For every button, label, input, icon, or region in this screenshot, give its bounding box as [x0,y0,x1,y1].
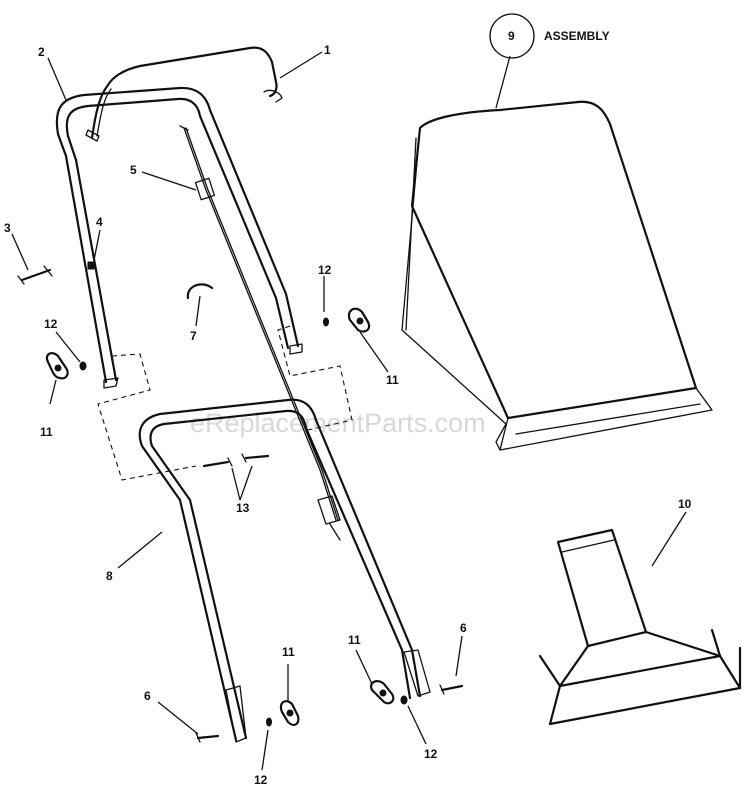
label-part-10: 10 [678,497,692,511]
part-6-bolts [195,684,464,743]
alignment-dashed-lines [97,325,353,481]
part-11-knob-b [347,307,371,333]
part-12-spacer-c [400,695,408,705]
part-3-bolt [17,265,53,285]
part-12-spacer-b [323,317,329,327]
label-part-8: 8 [106,569,113,583]
part-11-knob-d [279,700,300,726]
label-part-11-c: 11 [348,633,361,647]
part-1-control-bail [85,46,283,142]
label-part-6-a: 6 [144,689,151,703]
part-11-knob-c [370,680,395,705]
label-part-4: 4 [96,215,103,229]
label-part-1: 1 [324,43,331,57]
part-11-knob-a [45,352,69,380]
part-9-grass-bag [401,100,713,451]
leader-lines [11,51,687,771]
callout-circle-9 [489,13,535,59]
part-12-spacer-a [79,361,87,371]
label-part-9: 9 [508,29,515,43]
label-part-12-b: 12 [318,263,332,277]
part-10-bag-frame [538,528,742,726]
part-4-nut [87,261,95,270]
part-5-control-cable [179,125,341,541]
label-part-11-a: 11 [40,425,53,439]
part-12-spacer-d [266,717,272,727]
label-assembly: ASSEMBLY [544,29,610,43]
label-part-11-d: 11 [282,645,295,659]
label-part-3: 3 [4,221,11,235]
part-7-clip [186,283,214,300]
part-13-bolts [202,453,270,468]
part-8-lower-handle [138,398,431,743]
label-part-6-b: 6 [460,621,467,635]
label-part-7: 7 [190,329,197,343]
label-part-12-c: 12 [424,747,438,761]
label-part-2: 2 [38,45,45,59]
label-part-12-d: 12 [254,773,268,787]
label-part-13: 13 [236,501,250,515]
part-2-upper-handle [55,86,303,389]
label-part-5: 5 [130,163,137,177]
label-part-12-a: 12 [44,317,58,331]
label-part-11-b: 11 [386,373,399,387]
